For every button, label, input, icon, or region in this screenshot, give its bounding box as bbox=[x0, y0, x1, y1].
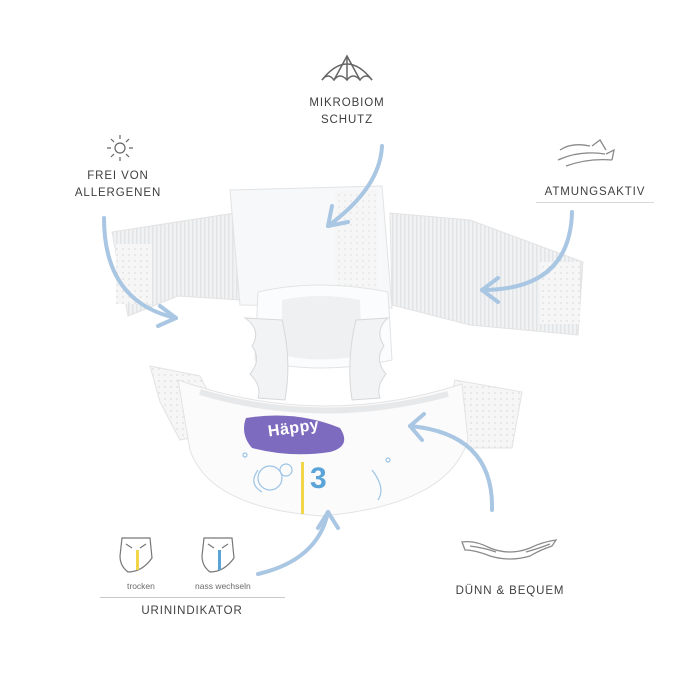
allergen-label-line2: ALLERGENEN bbox=[74, 187, 162, 199]
atmung-label: ATMUNGSAKTIV bbox=[536, 184, 654, 201]
right-leg-cuff bbox=[349, 317, 390, 401]
indicator-dry-label: trocken bbox=[127, 581, 155, 591]
duenn-label-text: DÜNN & BEQUEM bbox=[455, 585, 565, 597]
sun-icon bbox=[107, 135, 133, 161]
urin-label: URININDIKATOR bbox=[122, 603, 262, 620]
urin-label-text: URININDIKATOR bbox=[141, 605, 243, 617]
cartoon-print bbox=[242, 452, 391, 501]
atmung-label-text: ATMUNGSAKTIV bbox=[544, 186, 646, 198]
arrow-duenn bbox=[408, 424, 495, 512]
arrow-allergene bbox=[102, 216, 178, 320]
brand-badge bbox=[244, 415, 345, 455]
wetness-indicator-stripe bbox=[301, 462, 304, 514]
indicator-wet-label: nass wechseln bbox=[195, 581, 251, 591]
mikrobiom-label: MIKROBIOM SCHUTZ bbox=[292, 95, 402, 129]
arrow-urin bbox=[256, 510, 330, 576]
mikrobiom-label-line2: SCHUTZ bbox=[320, 114, 374, 126]
umbrella-icon bbox=[321, 54, 373, 82]
diaper-size-number: 3 bbox=[310, 462, 327, 495]
left-velcro-tab bbox=[116, 244, 152, 304]
airflow-icon bbox=[557, 139, 615, 167]
mikrobiom-label-line1: MIKROBIOM bbox=[309, 97, 385, 109]
thin-diaper-icon bbox=[461, 539, 558, 560]
allergen-label: FREI VON ALLERGENEN bbox=[58, 168, 178, 202]
atmung-underline bbox=[536, 202, 654, 203]
indicator-divider bbox=[100, 597, 285, 598]
arrow-atmung bbox=[480, 210, 574, 292]
duenn-label: DÜNN & BEQUEM bbox=[440, 583, 580, 600]
allergen-label-line1: FREI VON bbox=[87, 170, 149, 182]
left-leg-cuff bbox=[243, 317, 289, 401]
arrow-mikrobiom bbox=[326, 144, 384, 228]
wet-indicator-diaper-icon bbox=[201, 537, 235, 573]
dry-indicator-diaper-icon bbox=[119, 537, 153, 573]
